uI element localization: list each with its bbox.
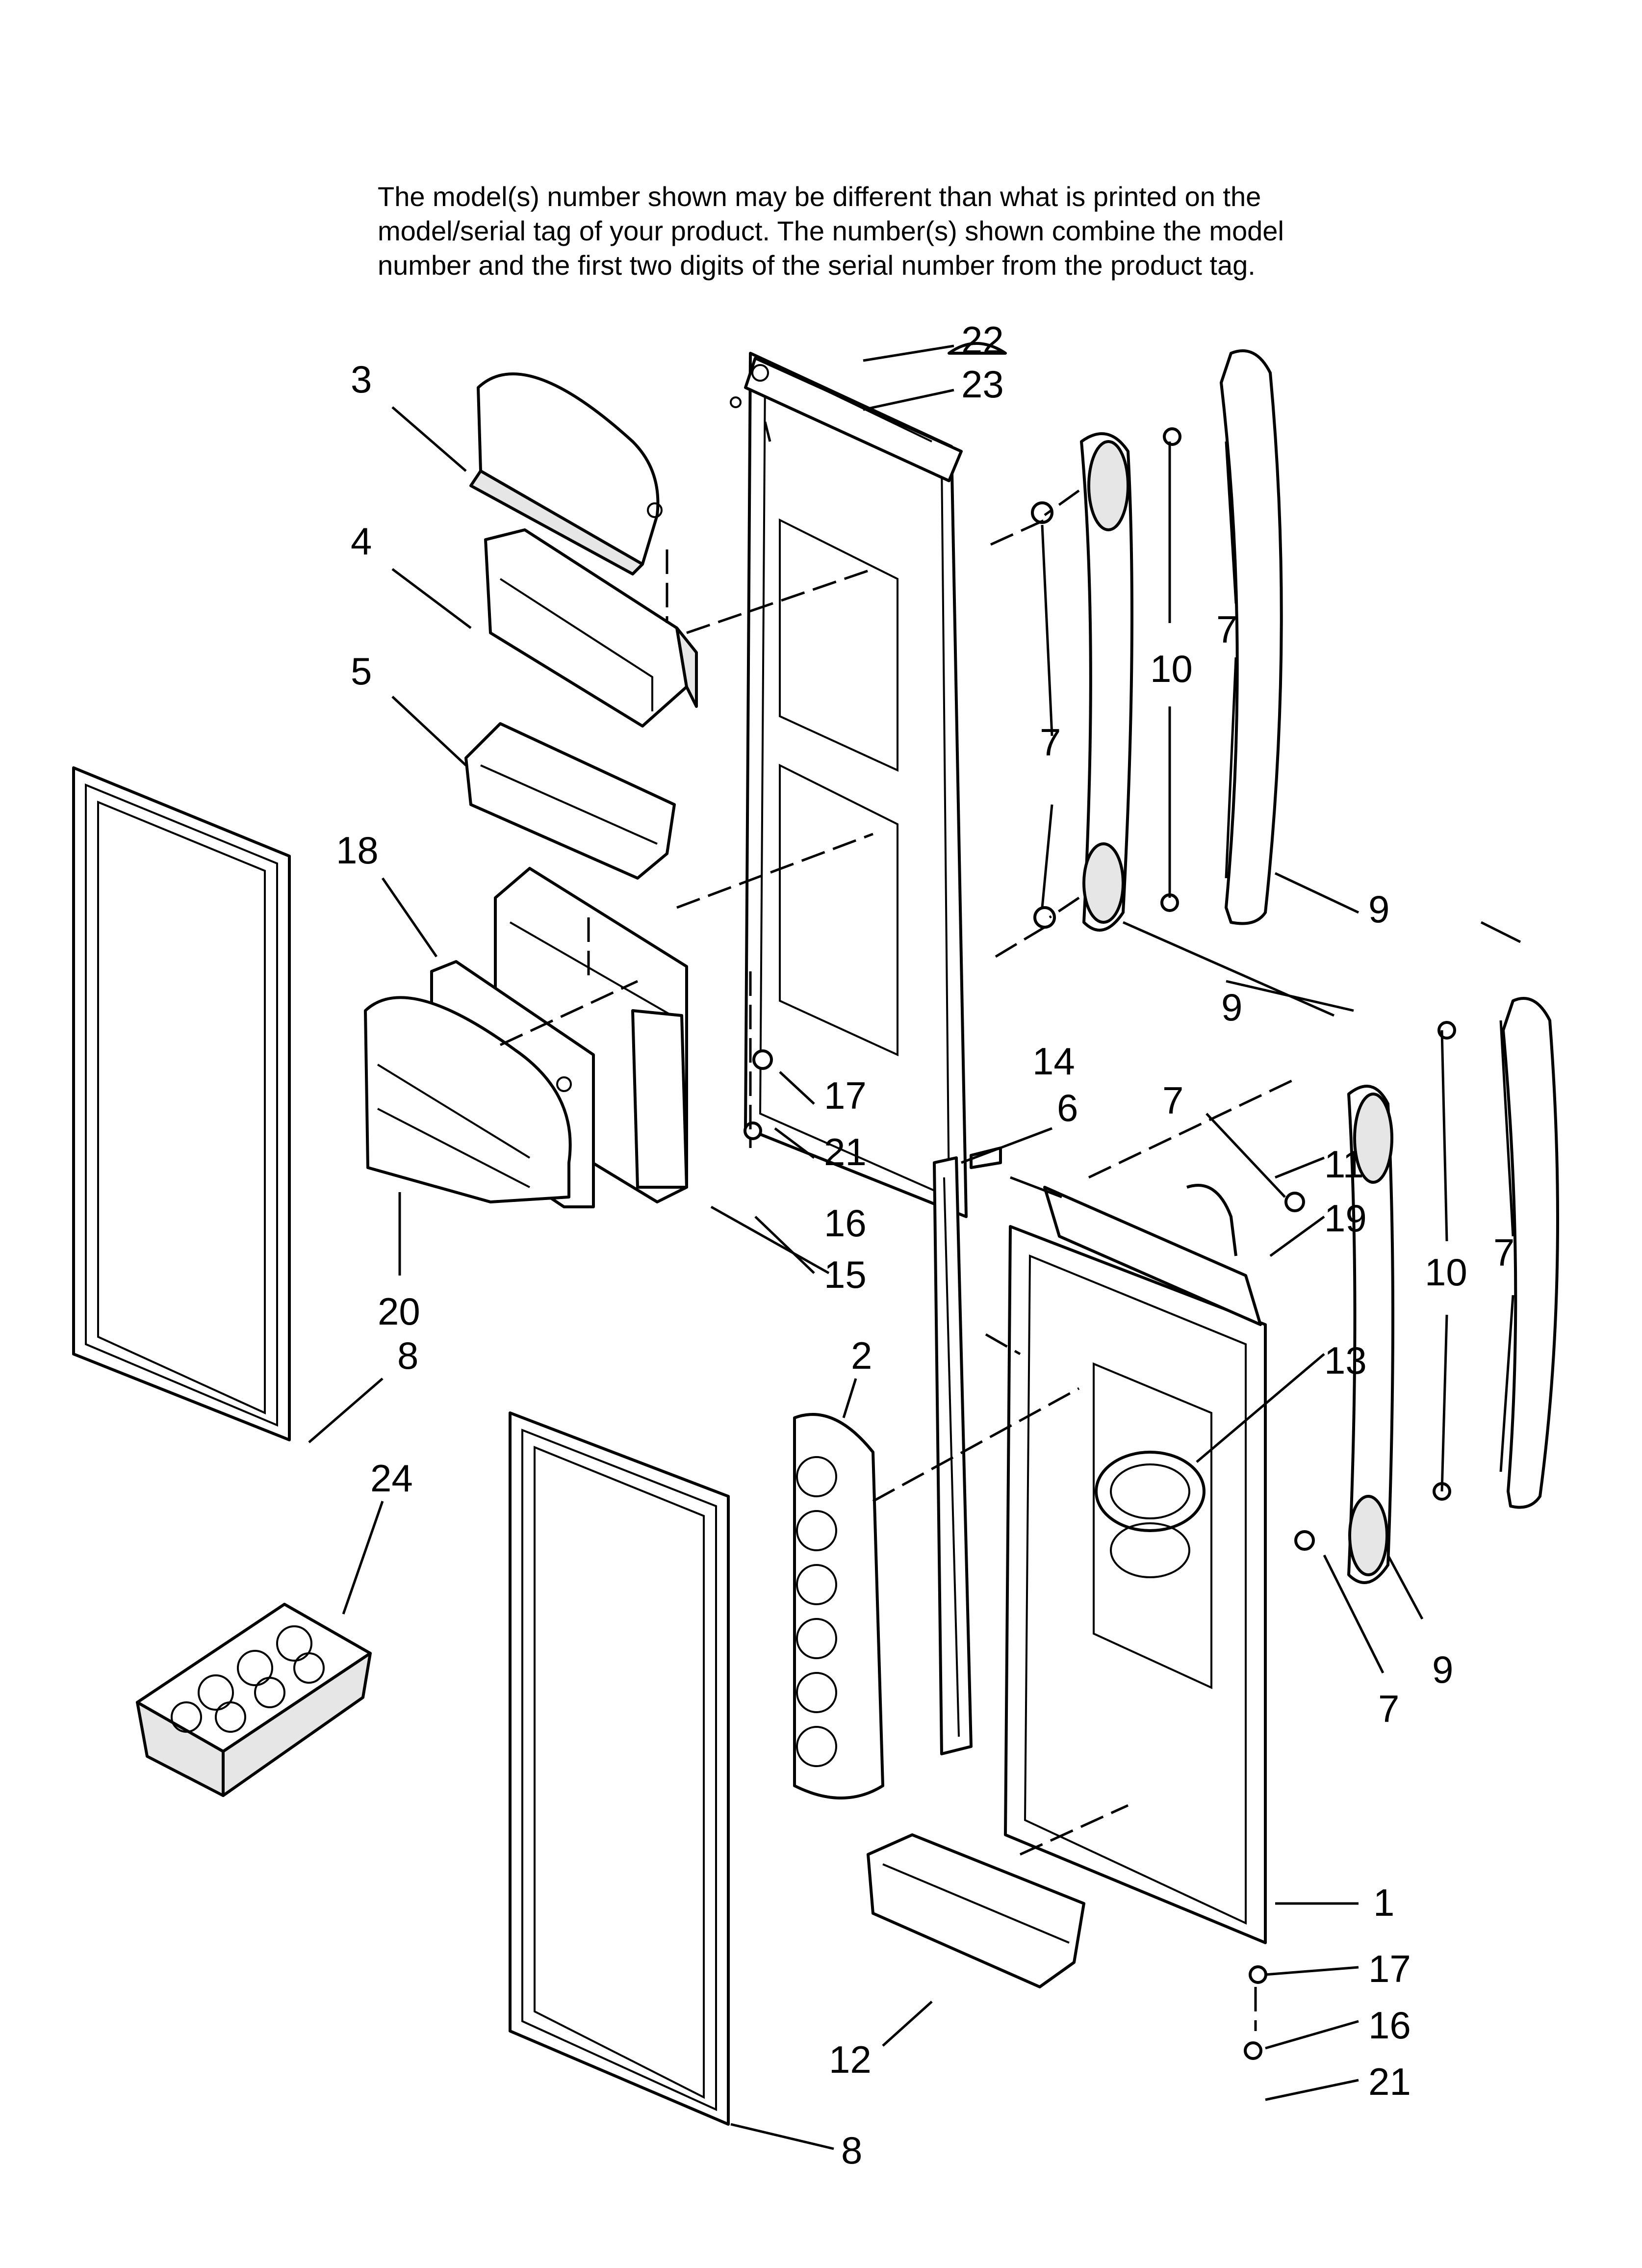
callout-11: 11 (1324, 1143, 1364, 1186)
door-can-rack (793, 1413, 884, 1799)
callout-17-lower: 17 (1368, 1947, 1411, 1990)
callout-23: 23 (961, 363, 1004, 406)
callout-14: 14 (1032, 1040, 1075, 1083)
callout-7-lower-top: 7 (1162, 1079, 1183, 1122)
dairy-door-bin (484, 528, 698, 728)
callout-24: 24 (370, 1457, 413, 1500)
callout-21-lower: 21 (1368, 2060, 1411, 2103)
callout-21-upper: 21 (824, 1130, 867, 1173)
callout-8-lower-gasket: 8 (841, 2129, 862, 2172)
fasteners (744, 342, 1456, 2060)
callout-13: 13 (1324, 1339, 1367, 1382)
upper-door-liner (730, 352, 968, 1218)
callout-7-lower-bottom: 7 (1378, 1687, 1399, 1730)
callout-10-upper: 10 (1150, 647, 1193, 690)
callout-7-upper-left: 7 (1040, 721, 1061, 764)
leader-lines (308, 344, 1521, 2150)
callout-9-upper-handle: 9 (1368, 887, 1389, 931)
callout-6: 6 (1057, 1086, 1078, 1129)
callout-16-lower: 16 (1368, 2004, 1411, 2047)
note-line-1: The model(s) number shown may be differe… (378, 181, 1261, 212)
callout-8-upper-gasket: 8 (397, 1334, 418, 1377)
callout-7-lower-right: 7 (1493, 1231, 1514, 1274)
ice-dispenser-door (364, 996, 572, 1203)
callout-4: 4 (351, 520, 372, 563)
callout-20: 20 (378, 1290, 420, 1333)
note-line-2: model/serial tag of your product. The nu… (378, 215, 1284, 246)
callout-3: 3 (351, 358, 372, 401)
callout-22: 22 (961, 318, 1004, 362)
ice-chute-duct (933, 1156, 973, 1755)
callout-19: 19 (1324, 1197, 1367, 1240)
callout-16-upper: 16 (824, 1201, 867, 1245)
callout-2: 2 (851, 1334, 872, 1377)
callout-1: 1 (1373, 1881, 1394, 1924)
callout-17-upper: 17 (824, 1074, 867, 1117)
callout-12: 12 (829, 2038, 872, 2081)
callout-labels: 22 23 3 4 5 18 20 8 24 17 21 16 15 14 6 … (336, 318, 1514, 2172)
callout-7-upper-right: 7 (1216, 608, 1237, 651)
callout-9-lower-handle-mount: 9 (1221, 986, 1242, 1029)
lower-door-handle (1347, 997, 1559, 1584)
upper-door-handle (1080, 349, 1283, 932)
callout-5: 5 (351, 650, 372, 693)
lower-door-bin (867, 1833, 1085, 1988)
note-line-3: number and the first two digits of the s… (378, 250, 1256, 281)
callout-18: 18 (336, 829, 379, 872)
door-gasket-lower (509, 1411, 730, 2126)
dairy-door-cover (469, 372, 663, 575)
alignment-lines (499, 421, 1296, 2031)
callout-15: 15 (824, 1253, 867, 1296)
lower-door-liner (1004, 1186, 1267, 1944)
model-number-note: The model(s) number shown may be differe… (378, 181, 1284, 281)
callout-9-lower-handle: 9 (1432, 1648, 1453, 1691)
ice-bin (136, 1603, 372, 1797)
upper-door-bin (464, 722, 676, 880)
door-gasket-upper (72, 766, 291, 1441)
callout-10-lower: 10 (1425, 1251, 1467, 1294)
